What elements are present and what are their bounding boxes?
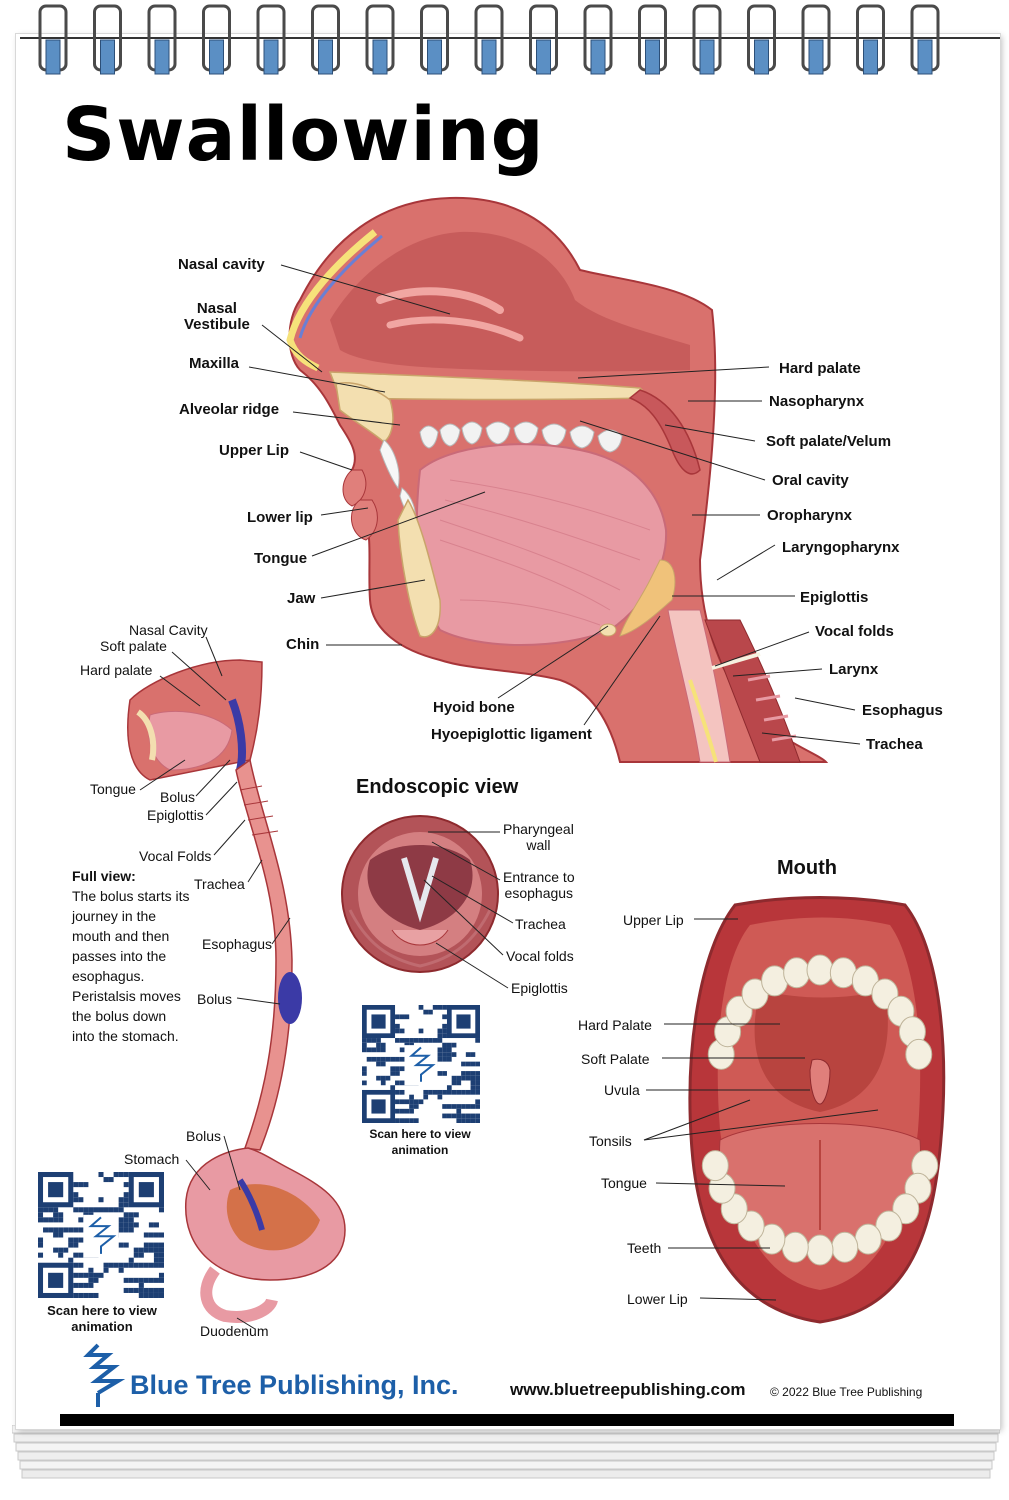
label-oropharynx: Oropharynx [767,508,852,524]
fv-label-bolus-1: Bolus [160,789,195,805]
endo-label-pharyngeal-wall: Pharyngeal wall [503,821,574,853]
full-view-note: Full view: The bolus starts its journey … [72,866,192,1046]
qr-caption-left: Scan here to view animation [38,1303,166,1335]
label-chin: Chin [286,637,319,653]
label-nasopharynx: Nasopharynx [769,394,864,410]
endo-label-entrance-to-esophagus: Entrance to esophagus [503,869,575,901]
fv-label-hard-palate: Hard palate [80,662,152,678]
fv-label-bolus-3: Bolus [186,1128,221,1144]
lower-tooth [782,1232,808,1262]
endo-label-vocal-folds: Vocal folds [506,948,574,964]
full-view-note-heading: Full view: [72,866,192,886]
mouth-title: Mouth [777,857,837,880]
fv-label-vocal-folds: Vocal Folds [139,848,211,864]
label-jaw: Jaw [287,591,315,607]
publisher-url[interactable]: www.bluetreepublishing.com [510,1380,746,1400]
copyright-text: © 2022 Blue Tree Publishing [770,1385,922,1399]
label-tongue: Tongue [254,551,307,567]
label-hyoid-bone: Hyoid bone [433,700,515,716]
fv-label-trachea: Trachea [194,876,245,892]
mouth-label-teeth: Teeth [627,1240,661,1256]
label-hyoepiglottic-ligament: Hyoepiglottic ligament [431,727,592,743]
head-cross-section-illustration [290,198,827,762]
upper-tooth [807,955,833,985]
fv-label-epiglottis: Epiglottis [147,807,204,823]
open-mouth-illustration [690,898,944,1323]
fv-label-nasal-cavity: Nasal Cavity [129,622,208,638]
upper-tooth [906,1039,932,1069]
footer-bar [60,1414,954,1426]
endo-label-epiglottis: Epiglottis [511,980,568,996]
mouth-label-lower-lip: Lower Lip [627,1291,688,1307]
label-oral-cavity: Oral cavity [772,473,849,489]
mouth-label-tongue: Tongue [601,1175,647,1191]
label-larynx: Larynx [829,662,878,678]
label-vocal-folds: Vocal folds [815,624,894,640]
upper-tooth [784,958,810,988]
tree-logo-icon [88,1345,118,1407]
fv-label-stomach: Stomach [124,1151,179,1167]
lower-tooth [807,1235,833,1265]
qr-caption-center: Scan here to view animation [360,1126,480,1158]
full-view-note-text: The bolus starts its journey in the mout… [72,888,190,1044]
endoscopic-view-illustration [342,816,498,972]
qr-code-center[interactable] [362,1005,480,1123]
label-trachea: Trachea [866,737,923,753]
mouth-label-uvula: Uvula [604,1082,640,1098]
label-hard-palate: Hard palate [779,361,861,377]
mouth-label-upper-lip: Upper Lip [623,912,684,928]
fv-label-tongue: Tongue [90,781,136,797]
label-alveolar-ridge: Alveolar ridge [179,402,279,418]
mouth-label-hard-palate: Hard Palate [578,1017,652,1033]
label-nasal-cavity: Nasal cavity [178,257,265,273]
endo-label-trachea: Trachea [515,916,566,932]
mouth-label-soft-palate: Soft Palate [581,1051,650,1067]
lower-tooth [855,1224,881,1254]
label-nasal-vestibule: Nasal Vestibule [184,301,250,333]
label-maxilla: Maxilla [189,356,239,372]
label-epiglottis: Epiglottis [800,590,868,606]
label-lower-lip: Lower lip [247,510,313,526]
mouth-label-tonsils: Tonsils [589,1133,632,1149]
label-esophagus: Esophagus [862,703,943,719]
endoscopic-view-title: Endoscopic view [356,776,518,799]
brand-name: Blue Tree Publishing, Inc. [130,1370,459,1401]
fv-label-duodenum: Duodenum [200,1323,269,1339]
fv-label-esophagus: Esophagus [202,936,272,952]
label-soft-palate-velum: Soft palate/Velum [766,434,891,450]
label-laryngopharynx: Laryngopharynx [782,540,900,556]
fv-label-soft-palate: Soft palate [100,638,167,654]
fv-label-bolus-2: Bolus [197,991,232,1007]
lower-tooth [832,1232,858,1262]
lower-tooth [702,1151,728,1181]
qr-code-left[interactable] [38,1172,164,1298]
label-upper-lip: Upper Lip [219,443,289,459]
